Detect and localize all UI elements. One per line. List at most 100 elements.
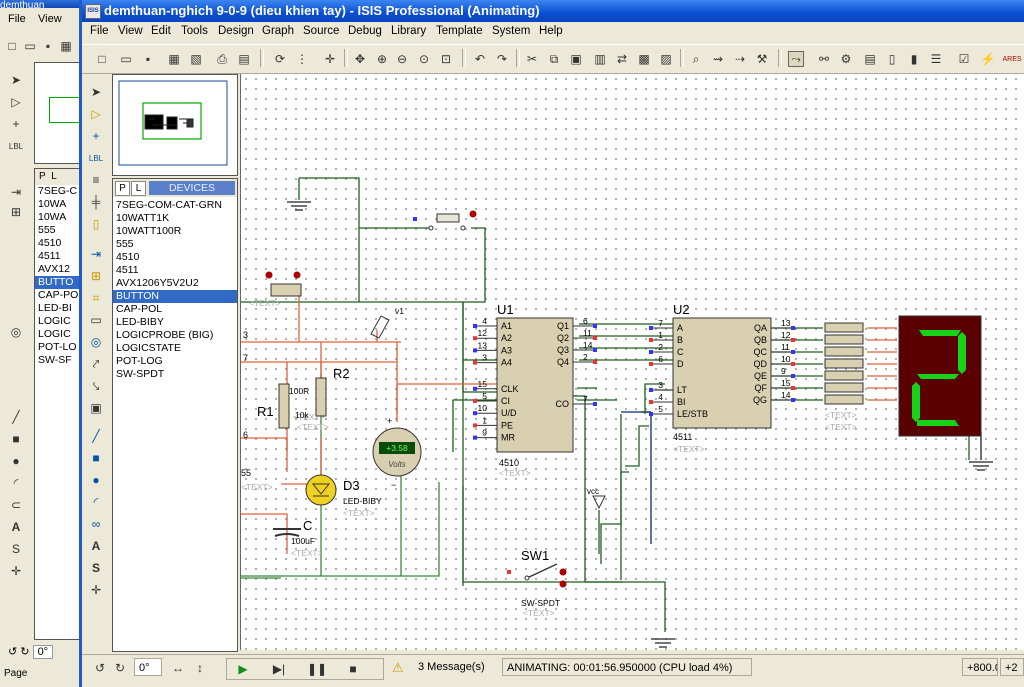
menu-debug[interactable]: Debug [348,25,382,37]
symbol-icon[interactable]: S [91,561,100,575]
device-item[interactable]: 4511 [38,250,61,262]
box-icon[interactable]: ■ [12,432,20,446]
redo-icon[interactable]: ↷ [496,52,508,66]
menu-edit[interactable]: Edit [151,25,171,37]
angle-field[interactable]: 0° [134,658,162,676]
bill-materials-icon[interactable]: ☰ [930,52,942,66]
remove-sheet-icon[interactable]: ▯ [888,52,896,66]
export-icon[interactable]: ▧ [190,52,202,66]
device-item[interactable]: BUTTON [113,290,237,303]
arc-icon[interactable]: ◜ [93,495,99,509]
device-item[interactable]: 555 [116,238,134,250]
tape-icon[interactable]: ▭ [90,313,102,327]
pick-device-button[interactable]: P [115,181,130,196]
decompose-icon[interactable]: ⚒ [756,52,768,66]
potentiometer[interactable]: <TEXT> [249,271,302,309]
ares-icon[interactable]: ARES [1002,55,1022,63]
search-tag-icon[interactable]: ⚯ [818,52,830,66]
block-move-icon[interactable]: ⇄ [616,52,628,66]
block-delete-icon[interactable]: ▨ [660,52,672,66]
step-icon[interactable]: ▶| [272,662,286,676]
menu-library[interactable]: Library [391,25,427,37]
text-icon[interactable]: A [11,520,21,534]
arc-icon[interactable]: ◜ [13,476,19,490]
new-icon[interactable]: □ [98,52,106,66]
bg-menu-view[interactable]: View [38,13,62,25]
bus-icon[interactable]: ╪ [91,195,101,209]
subcircuit-icon[interactable]: ▯ [92,217,100,231]
script-icon[interactable]: ≡ [92,173,100,187]
box-icon[interactable]: ■ [92,451,100,465]
rotate-cw-icon[interactable]: ↻ [20,646,30,658]
mirror-y-icon[interactable]: ↕ [197,661,203,675]
menu-design[interactable]: Design [218,25,254,37]
line-icon[interactable]: ╱ [92,429,100,443]
label-icon[interactable]: LBL [88,153,104,163]
print-icon[interactable]: ⎙ [217,51,227,66]
make-device-icon[interactable]: ⇝ [712,52,724,66]
led-d3[interactable]: D3 LED-BIBY <TEXT> [305,474,382,518]
device-item[interactable]: 4511 [116,264,139,276]
goto-child-icon[interactable]: ▮ [910,52,918,66]
pause-icon[interactable]: ❚❚ [306,662,328,676]
device-item[interactable]: 10WA [38,211,67,223]
component-icon[interactable]: ▷ [91,107,101,121]
cut-icon[interactable]: ✂ [526,52,538,66]
zoom-in-icon[interactable]: ⊕ [376,52,388,66]
device-item[interactable]: 555 [38,224,56,236]
paste-icon[interactable]: ▣ [570,52,582,66]
rotate-cw-icon[interactable]: ↻ [114,661,126,675]
device-item[interactable]: SW-SPDT [116,368,165,380]
grid-icon[interactable]: ⋮ [296,52,308,66]
push-button[interactable] [413,210,477,231]
ic-u1[interactable]: U1 4510 <TEXT> A14A212A313A43CLK15CI5U/D… [473,302,597,478]
save-icon[interactable]: ▪ [45,39,51,53]
device-item[interactable]: LOGIC [38,328,71,340]
bg-menu-file[interactable]: File [8,13,26,25]
packaging-icon[interactable]: ⇢ [734,52,746,66]
new-icon[interactable]: □ [8,39,16,53]
mirror-x-icon[interactable]: ↔ [172,661,184,675]
voltage-probe-icon[interactable]: ⤤ [92,356,100,371]
device-item[interactable]: 10WA [38,198,67,210]
block-copy-icon[interactable]: ▥ [594,52,606,66]
origin-icon[interactable]: ✛ [324,52,336,66]
print-area-icon[interactable]: ▤ [238,52,250,66]
symbol-icon[interactable]: S [11,542,20,556]
pick-device-icon[interactable]: ⌕ [692,51,700,66]
device-pin-icon[interactable]: ⊞ [90,269,102,283]
device-item[interactable]: CAP-PO [38,289,79,301]
save-icon[interactable]: ▪ [145,52,151,66]
menu-graph[interactable]: Graph [262,25,294,37]
menu-help[interactable]: Help [539,25,563,37]
resistor-r2[interactable]: R2 10k <TEXT> [295,366,350,432]
menu-view[interactable]: View [118,25,143,37]
menu-tools[interactable]: Tools [181,25,208,37]
resistor-r1[interactable]: R1 100R <TEXT> [257,383,325,429]
device-item[interactable]: POT-LOG [116,355,163,367]
electrical-check-icon[interactable]: ☑ [958,52,970,66]
circle-icon[interactable]: ● [92,473,100,487]
play-icon[interactable]: ▶ [238,662,248,676]
menu-source[interactable]: Source [303,25,340,37]
circle-icon[interactable]: ● [12,454,20,468]
voltage-probe[interactable]: v1 [370,306,404,339]
path-icon[interactable]: ∞ [91,517,101,531]
overview-window[interactable] [112,74,238,176]
stop-icon[interactable]: ■ [349,662,357,676]
bg-device-tabs[interactable]: P L [35,169,79,185]
menu-template[interactable]: Template [436,25,483,37]
device-item[interactable]: BUTTO [35,276,79,289]
rotate-ccw-icon[interactable]: ↺ [94,661,106,675]
copy-icon[interactable]: ⧉ [549,51,559,66]
refresh-icon[interactable]: ⟳ [274,52,286,66]
rotate-ccw-icon[interactable]: ↺ [8,646,18,658]
device-item[interactable]: LOGIC [38,315,71,327]
wire-autorouter-icon[interactable]: ⤳ [788,51,804,67]
component-icon[interactable]: ▷ [11,95,21,109]
menu-system[interactable]: System [492,25,531,37]
junction-icon[interactable]: + [92,129,100,143]
new-sheet-icon[interactable]: ▤ [864,52,876,66]
resistor-pack[interactable]: <TEXT> <TEXT> [824,322,864,432]
